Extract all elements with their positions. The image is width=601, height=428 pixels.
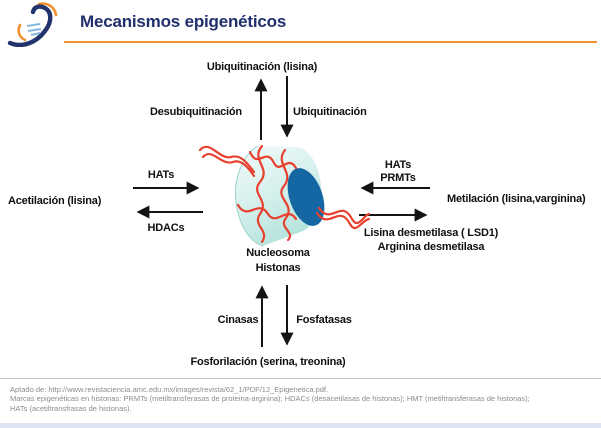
phosphorylation-title: Fosforilación (serina, treonina) (190, 356, 346, 368)
hats-left-label: HATs (147, 169, 175, 181)
prmts-label: PRMTs (380, 172, 416, 184)
hdacs-label: HDACs (147, 222, 185, 234)
dna-strand (198, 144, 371, 244)
hats-right-label: HATs (384, 159, 412, 171)
acetylation-title: Acetilación (lisina) (8, 195, 102, 207)
page-title: Mecanismos epigenéticos (80, 12, 287, 31)
revista-ciencia-logo-icon (7, 2, 58, 47)
header-accent-line (64, 41, 597, 43)
footer-source-line: Aptado de: http://www.revistaciencia.amc… (10, 385, 329, 394)
histones-label: Histonas (255, 262, 301, 274)
deubiquitination-label: Desubiquitinación (150, 106, 242, 118)
bottom-edge-strip (0, 423, 601, 428)
nucleosome-illustration (198, 144, 371, 247)
footer-legend-line: Marcas epigenéticas en histonas: PRMTs (… (10, 394, 530, 404)
phosphatases-label: Fosfatasas (296, 314, 352, 326)
arginine-demethylase-label: Arginina desmetilasa (377, 241, 485, 253)
ubiquitination-label: Ubiquitinación (293, 106, 367, 118)
histone-face (287, 168, 325, 226)
footer-credits: Aptado de: http://www.revistaciencia.amc… (10, 385, 595, 413)
footer-divider (0, 378, 601, 379)
footer-legend-line2: HATs (acetiltransfrasas de histonas). (10, 403, 132, 413)
methylation-title: Metilación (lisina,varginina) (447, 193, 586, 205)
nucleosome-label: Nucleosoma (246, 247, 310, 259)
kinases-label: Cinasas (217, 314, 259, 326)
ubiquitination-title: Ubiquitinación (lisina) (206, 61, 318, 73)
lysine-demethylase-label: Lisina desmetilasa ( LSD1) (363, 227, 499, 239)
